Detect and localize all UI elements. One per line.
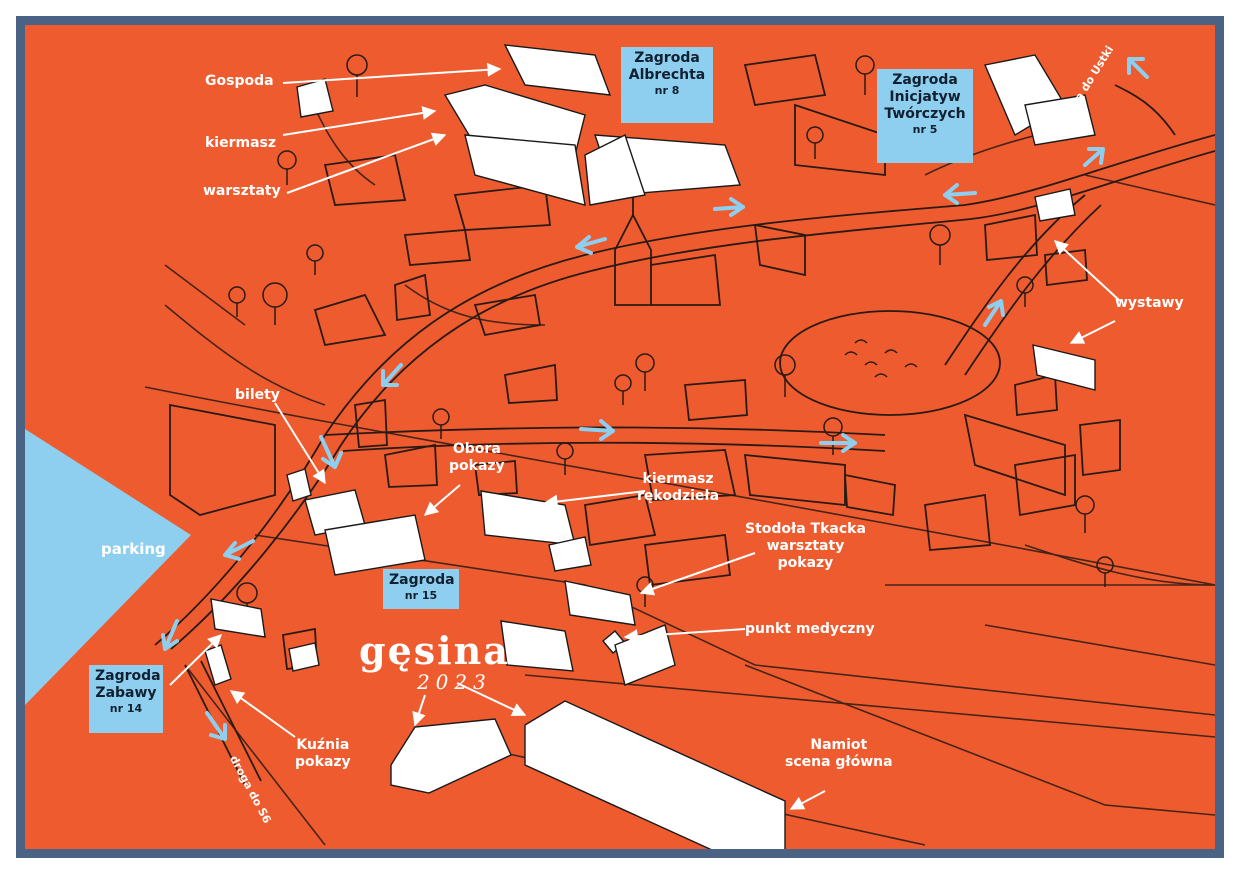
label-warsztaty: warsztaty <box>203 183 281 199</box>
route-arrows <box>161 57 1149 741</box>
route-arrow-2 <box>575 235 607 255</box>
arrow-zabawy <box>169 634 222 686</box>
box-zagroda-inicjatyw: Zagroda Inicjatyw Twórczych nr 5 <box>877 69 973 163</box>
box-albrecht-line1: Zagroda <box>634 50 700 66</box>
label-stodola-line2: warsztaty <box>766 538 845 554</box>
building-kuznia <box>204 644 232 686</box>
label-kiermasz: kiermasz <box>205 135 277 151</box>
arrow-kiermasz-rek <box>543 490 646 509</box>
label-obora: Obora pokazy <box>449 441 505 475</box>
label-punkt-medyczny: punkt medyczny <box>745 621 875 637</box>
arrow-namiot <box>789 790 826 810</box>
logo-year: 2023 <box>416 670 492 694</box>
building-wystawy <box>1032 344 1096 391</box>
building-zagroda15-2 <box>324 514 426 576</box>
arrow-logo-1 <box>412 694 426 727</box>
box-albrecht-line2: Albrechta <box>628 67 706 83</box>
label-kuznia-line2: pokazy <box>295 754 351 770</box>
route-arrow-12 <box>983 299 1005 327</box>
church <box>614 195 721 306</box>
building-albrecht-5 <box>584 134 646 206</box>
arrow-warsztaty <box>286 132 447 194</box>
label-parking: parking <box>101 540 166 558</box>
box-inicjatyw-line3: Twórczych <box>884 106 966 122</box>
village-map <box>25 44 1215 849</box>
box-zabawy-number: nr 14 <box>109 702 143 715</box>
building-kiermasz-rek-2 <box>548 536 592 572</box>
label-stodola-tkacka: Stodoła Tkacka warsztaty pokazy <box>745 521 866 572</box>
route-arrow-8 <box>579 419 615 441</box>
route-arrow-13 <box>1127 57 1149 79</box>
building-bilety <box>286 468 312 502</box>
label-kiermasz-rek-line1: kiermasz <box>642 471 714 487</box>
label-wystawy: wystawy <box>1115 295 1184 311</box>
sketch-buildings <box>169 53 1121 671</box>
label-kiermasz-rekodziela: kiermasz rękodzieła <box>637 471 719 505</box>
label-stodola-line1: Stodoła Tkacka <box>745 521 866 537</box>
building-zabawy <box>210 598 266 638</box>
highlight-buildings <box>204 44 1096 849</box>
label-stodola-line3: pokazy <box>777 555 834 571</box>
label-kuznia-line1: Kuźnia <box>296 737 350 753</box>
box-zagroda15-line1: Zagroda <box>389 572 455 588</box>
arrow-kuznia <box>229 690 296 738</box>
box-zagroda-zabawy: Zagroda Zabawy nr 14 <box>89 665 163 733</box>
building-center <box>500 620 574 672</box>
building-wystawy-small <box>1034 188 1076 222</box>
arrow-kiermasz <box>282 106 437 136</box>
route-arrow-5 <box>223 539 255 561</box>
arrow-wystawy <box>1053 240 1121 302</box>
arrow-obora <box>423 484 461 516</box>
label-obora-line2: pokazy <box>449 458 505 474</box>
label-namiot: Namiot scena główna <box>785 737 893 771</box>
box-inicjatyw-number: nr 5 <box>912 123 938 136</box>
box-zagroda-albrechta: Zagroda Albrechta nr 8 <box>621 47 713 123</box>
trees <box>228 54 1114 621</box>
pond-ripples <box>844 339 918 378</box>
building-albrecht-3 <box>464 134 586 206</box>
arrow-gospoda <box>282 62 502 84</box>
label-kuznia: Kuźnia pokazy <box>295 737 351 771</box>
gesina-logo: gęsina 2023 <box>359 628 510 694</box>
box-inicjatyw-line2: Inicjatyw <box>889 89 961 105</box>
parking-area <box>25 429 191 705</box>
box-zagroda-15: Zagroda nr 15 <box>383 569 459 609</box>
route-arrow-10 <box>943 183 977 205</box>
box-albrecht-number: nr 8 <box>654 84 680 97</box>
building-stodola <box>564 580 636 626</box>
label-bilety: bilety <box>235 387 280 403</box>
building-tent-small <box>390 718 512 794</box>
label-kiermasz-rek-line2: rękodzieła <box>637 488 720 504</box>
route-arrow-3 <box>381 363 403 387</box>
building-kiermasz-rek <box>480 490 576 546</box>
route-arrow-11 <box>1083 147 1105 167</box>
building-small-mid <box>288 642 320 672</box>
route-arrow-7 <box>205 711 227 741</box>
route-arrow-6 <box>161 619 179 651</box>
box-zagroda15-number: nr 15 <box>404 589 438 602</box>
box-inicjatyw-line1: Zagroda <box>892 72 958 88</box>
route-arrow-9 <box>819 433 857 453</box>
label-namiot-line2: scena główna <box>785 754 893 770</box>
pointer-arrows <box>169 62 1121 810</box>
box-zabawy-line2: Zabawy <box>95 685 157 701</box>
route-arrow-4 <box>319 435 343 469</box>
building-inicjatyw-2 <box>1024 94 1096 146</box>
tent-main <box>524 700 786 849</box>
arrow-punkt <box>623 628 746 644</box>
label-namiot-line1: Namiot <box>810 737 868 753</box>
pond <box>779 310 1001 416</box>
arrow-wystawy-2 <box>1069 320 1116 344</box>
building-albrecht-1 <box>503 44 612 96</box>
label-obora-line1: Obora <box>452 441 501 457</box>
arrow-logo-2 <box>456 682 527 716</box>
arrow-bilety <box>274 402 326 485</box>
label-gospoda: Gospoda <box>205 73 274 89</box>
route-arrow-1 <box>713 197 745 217</box>
building-gospoda <box>296 78 334 118</box>
box-zabawy-line1: Zagroda <box>95 668 161 684</box>
logo-word: gęsina <box>359 628 510 673</box>
arrow-stodola <box>639 552 756 596</box>
map-frame: Gospoda kiermasz warsztaty bilety parkin… <box>16 16 1224 858</box>
